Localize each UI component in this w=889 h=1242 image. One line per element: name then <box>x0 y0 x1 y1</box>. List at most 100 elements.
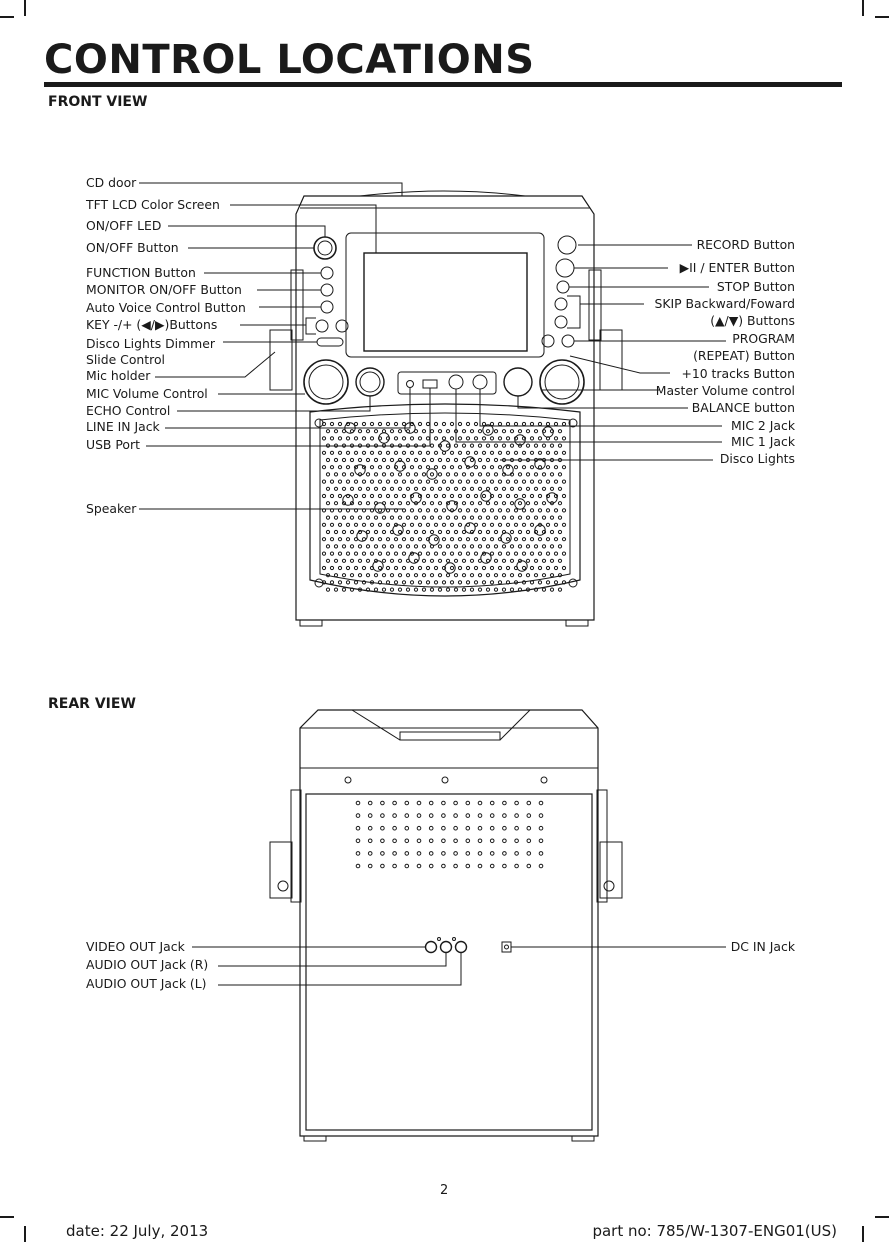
grille-dot <box>377 565 383 571</box>
grille-dot <box>497 580 503 585</box>
vent-dot <box>428 813 434 818</box>
vent-dot <box>404 825 410 831</box>
grille-dot <box>525 573 531 578</box>
grille-dot <box>417 522 423 527</box>
grille-dot <box>525 443 531 448</box>
grille-dot <box>537 580 543 585</box>
grille-dot <box>361 421 367 427</box>
grille-dot <box>329 421 335 427</box>
label-line-in: LINE IN Jack <box>86 419 160 434</box>
disco-light-dot <box>546 492 558 504</box>
grille-dot <box>493 558 499 563</box>
grille-dot <box>429 429 435 434</box>
grille-dot <box>373 529 379 535</box>
grille-dot <box>349 544 355 549</box>
grille-dot <box>397 558 403 563</box>
grille-dot <box>437 573 443 578</box>
grille-dot <box>441 493 447 499</box>
disco-light-dot <box>356 530 368 542</box>
grille-dot <box>513 465 519 470</box>
grille-dot <box>449 537 455 542</box>
disco-light-dot <box>444 562 456 574</box>
disco-light-dot <box>542 426 554 438</box>
grille-dot <box>385 479 391 484</box>
grille-dot <box>517 501 523 506</box>
grille-dot <box>469 544 475 549</box>
grille-dot <box>453 486 459 491</box>
grille-dot <box>365 529 371 535</box>
grille-dot <box>353 493 359 499</box>
grille-dot <box>373 587 379 592</box>
grille-dot <box>553 479 559 484</box>
grille-dot <box>449 436 455 441</box>
grille-dot <box>321 465 327 470</box>
grille-dot <box>381 558 387 563</box>
grille-dot <box>497 421 503 427</box>
grille-dot <box>441 580 447 585</box>
grille-dot <box>425 537 431 542</box>
crop-mark <box>0 16 14 18</box>
grille-dot <box>549 558 555 563</box>
vent-dot <box>367 813 373 818</box>
grille-dot <box>473 508 479 513</box>
vent-dot <box>416 863 422 869</box>
grille-dot <box>429 558 435 563</box>
grille-dot <box>457 580 463 585</box>
grille-dot <box>525 472 531 477</box>
grille-dot <box>453 544 459 549</box>
grille-dot <box>385 537 391 542</box>
vent-dot <box>538 825 544 831</box>
grille-dot <box>533 472 539 477</box>
grille-dot <box>421 573 427 578</box>
page-number: 2 <box>440 1183 449 1198</box>
grille-dot <box>497 551 503 556</box>
title-rule <box>44 82 842 87</box>
grille-dot <box>485 429 491 434</box>
grille-dot <box>425 580 431 585</box>
grille-dot <box>345 537 351 542</box>
grille-dot <box>469 587 475 592</box>
vent-dot <box>367 825 373 831</box>
grille-dot <box>321 479 327 484</box>
grille-dot <box>521 493 527 499</box>
grille-dot <box>409 522 415 527</box>
grille-dot <box>437 457 443 463</box>
audio-out-r-jack-icon <box>439 940 453 954</box>
vent-dot <box>355 800 361 806</box>
vent-dot <box>380 813 385 818</box>
grille-dot <box>521 565 527 571</box>
grille-dot <box>449 450 455 455</box>
vent-dot <box>477 825 483 831</box>
grille-dot <box>329 580 335 585</box>
grille-dot <box>369 421 375 427</box>
grille-dot <box>473 479 479 484</box>
crop-mark <box>875 1216 889 1218</box>
grille-dot <box>533 429 539 434</box>
disco-light-dot <box>514 434 526 446</box>
grille-dot <box>325 558 331 563</box>
grille-dot <box>405 529 411 535</box>
label-cd-door: CD door <box>86 175 137 190</box>
label-mic-holder: Mic holder <box>86 368 151 383</box>
vent-dot <box>367 838 373 844</box>
grille-dot <box>553 580 559 585</box>
label-video-out: VIDEO OUT Jack <box>86 939 185 954</box>
grille-dot <box>465 450 471 455</box>
vent-dot <box>538 863 544 869</box>
vent-dot <box>441 825 446 831</box>
grille-dot <box>361 465 367 470</box>
grille-dot <box>437 587 443 592</box>
grille-dot <box>453 501 459 506</box>
label-key-buttons: KEY -/+ (◀/▶)Buttons <box>86 317 218 332</box>
label-echo-control: ECHO Control <box>86 403 171 418</box>
grille-dot <box>337 522 343 527</box>
disco-light-dot <box>342 494 354 506</box>
vent-dot <box>465 800 471 806</box>
grille-dot <box>337 580 343 585</box>
grille-dot <box>461 573 467 578</box>
grille-dot <box>553 508 559 513</box>
grille-dot <box>485 457 491 463</box>
grille-dot <box>489 580 495 585</box>
disco-light-dot <box>464 522 476 534</box>
audio-out-l-jack-icon <box>454 940 468 954</box>
